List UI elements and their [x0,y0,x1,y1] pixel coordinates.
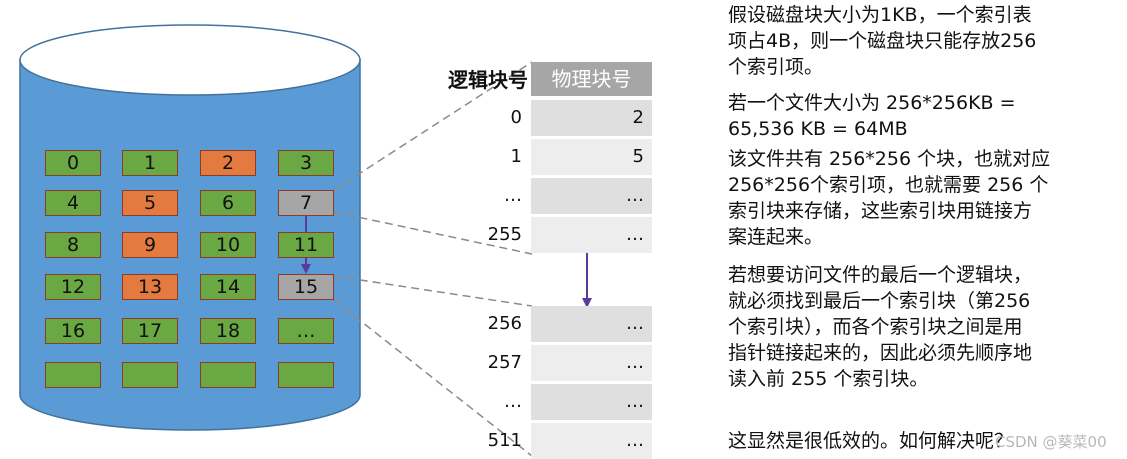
disk-block-8: 8 [45,232,101,258]
disk-block-14: 14 [200,274,256,300]
disk-block-22 [200,362,256,388]
paragraph-block-size: 假设磁盘块大小为1KB，一个索引表 项占4B，则一个磁盘块只能存放256 个索引… [728,4,1037,78]
disk-block-23 [278,362,334,388]
disk-block-15: 15 [278,274,334,300]
logical-number-ellipsis-1: … [504,185,522,206]
disk-cylinder-body [19,59,361,431]
pointer-arrowhead-index-blocks [582,298,592,308]
paragraph-conclusion: 这显然是很低效的。如何解决呢？ [728,430,1014,452]
physical-cell-0: 2 [531,100,652,136]
disk-block-18: 18 [200,318,256,344]
logical-number-ellipsis-2: … [504,391,522,412]
disk-block-12: 12 [45,274,101,300]
watermark: CSDN @葵菜00 [995,433,1107,451]
disk-block-0: 0 [45,150,101,176]
disk-block-16: 16 [45,318,101,344]
disk-block-9: 9 [122,232,178,258]
disk-block-11: 11 [278,232,334,258]
disk-block-6: 6 [200,190,256,216]
disk-block-20 [45,362,101,388]
disk-block-4: 4 [45,190,101,216]
connector-line-block7-bottom [333,211,533,255]
disk-block-1: 1 [122,150,178,176]
physical-cell-1: 5 [531,139,652,175]
physical-cell-255: … [531,217,652,253]
disk-block-7: 7 [278,190,334,216]
pointer-arrowhead-7-to-15 [301,264,311,274]
connector-line-block15-top [333,275,533,307]
disk-block-17: 17 [122,318,178,344]
logical-number-255: 255 [487,224,522,245]
disk-block-19: … [278,318,334,344]
disk-block-5: 5 [122,190,178,216]
disk-block-10: 10 [200,232,256,258]
paragraph-index-blocks-needed: 该文件共有 256*256 个块，也就对应 256*256个索引项，也就需要 2… [728,148,1051,248]
logical-number-256: 256 [487,313,522,334]
paragraph-file-size: 若一个文件大小为 256*256KB = 65,536 KB = 64MB [728,92,1016,140]
logical-number-511: 511 [487,430,522,451]
disk-block-13: 13 [122,274,178,300]
connector-line-block15-bottom [333,299,533,457]
logical-number-257: 257 [487,352,522,373]
logical-number-1: 1 [510,146,522,167]
physical-cell-257: … [531,345,652,381]
physical-cell-256: … [531,306,652,342]
header-logical-block-number: 逻辑块号 [448,68,528,92]
disk-cylinder-top [19,24,361,96]
physical-cell-ellipsis-1: … [531,178,652,214]
header-physical-block-number: 物理块号 [531,62,652,96]
physical-cell-ellipsis-2: … [531,384,652,420]
connector-line-block7-top [333,61,533,191]
physical-cell-511: … [531,423,652,459]
disk-block-21 [122,362,178,388]
logical-number-0: 0 [510,107,522,128]
paragraph-access-last-block: 若想要访问文件的最后一个逻辑块， 就必须找到最后一个索引块（第256 个索引块）… [728,264,1033,390]
disk-block-3: 3 [278,150,334,176]
disk-block-2: 2 [200,150,256,176]
